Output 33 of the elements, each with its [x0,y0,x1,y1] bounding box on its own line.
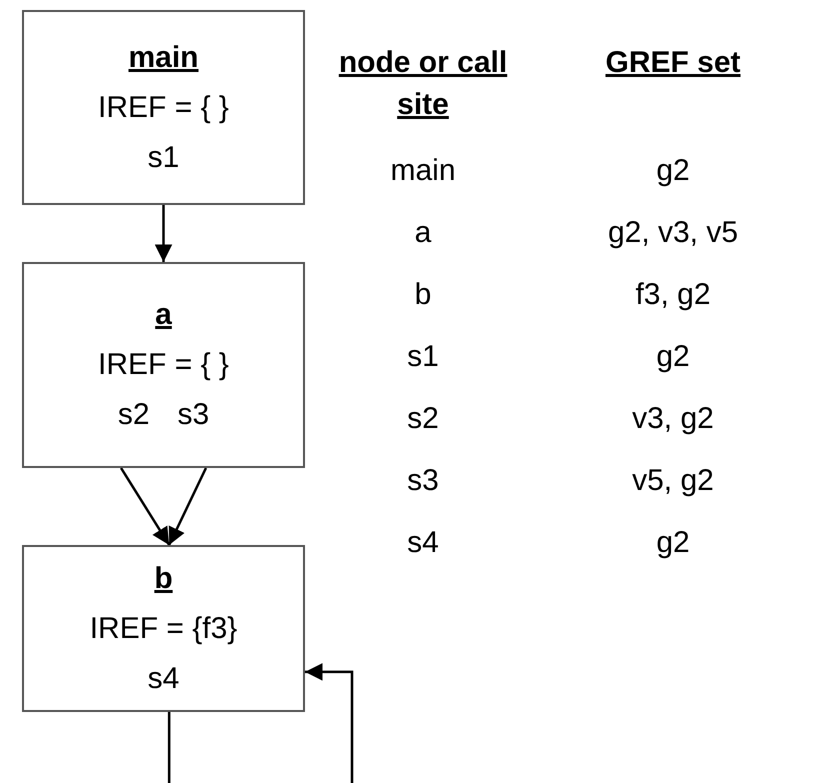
call-site-label: s4 [148,660,180,696]
iref-set: IREF = { } [98,347,229,383]
column-header: node or call site [338,45,508,123]
function-name: a [155,297,172,333]
table-cell-text: g2 [656,525,690,561]
table-cell-text: main [390,153,456,189]
iref-set: IREF = {f3} [90,610,238,646]
table-cell-text: s3 [407,463,439,499]
table-cell-text: a [414,215,432,251]
table-cell-text: g2, v3, v5 [608,215,738,251]
table-cell-text: f3, g2 [635,277,711,313]
function-name: main [128,40,199,76]
table-cell-text: s2 [407,401,439,437]
arrow [154,205,172,262]
call-site-label: s1 [148,140,180,176]
arrow [168,467,208,546]
arrow [168,663,354,783]
table-cell-text: s4 [407,525,439,561]
table-cell-text: v3, g2 [632,401,714,437]
table-cell-text: v5, g2 [632,463,714,499]
call-site-label: s2 [118,397,150,433]
table-cell-text: g2 [656,153,690,189]
call-site-label: s3 [178,397,210,433]
iref-set: IREF = { } [98,90,229,126]
table-cell-text: s1 [407,339,439,375]
column-header: GREF set [604,45,742,81]
function-box [22,545,305,712]
table-cell-text: b [414,277,432,313]
arrow [120,467,170,546]
function-name: b [154,560,173,596]
function-box [22,10,305,205]
table-cell-text: g2 [656,339,690,375]
function-box [22,262,305,468]
